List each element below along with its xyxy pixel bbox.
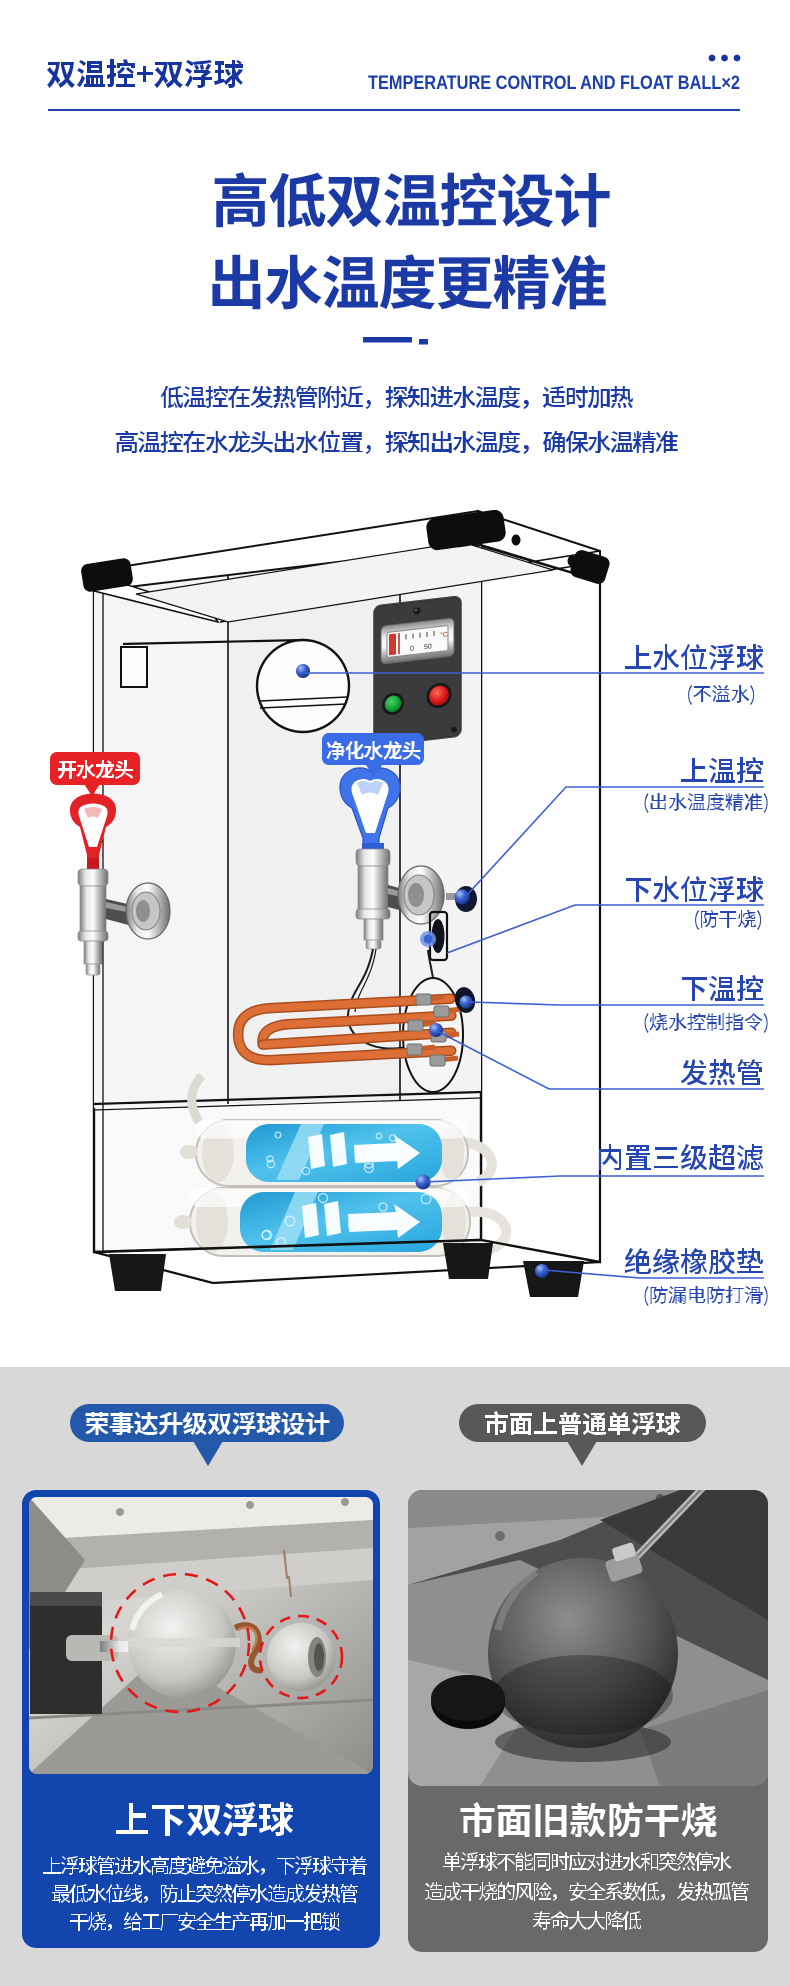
svg-text:0: 0: [410, 645, 414, 652]
svg-text:50: 50: [424, 643, 432, 651]
svg-text:TEMPERATURE CONTROL AND FLOAT: TEMPERATURE CONTROL AND FLOAT BALL×2: [368, 72, 740, 94]
svg-text:°C: °C: [440, 631, 448, 640]
